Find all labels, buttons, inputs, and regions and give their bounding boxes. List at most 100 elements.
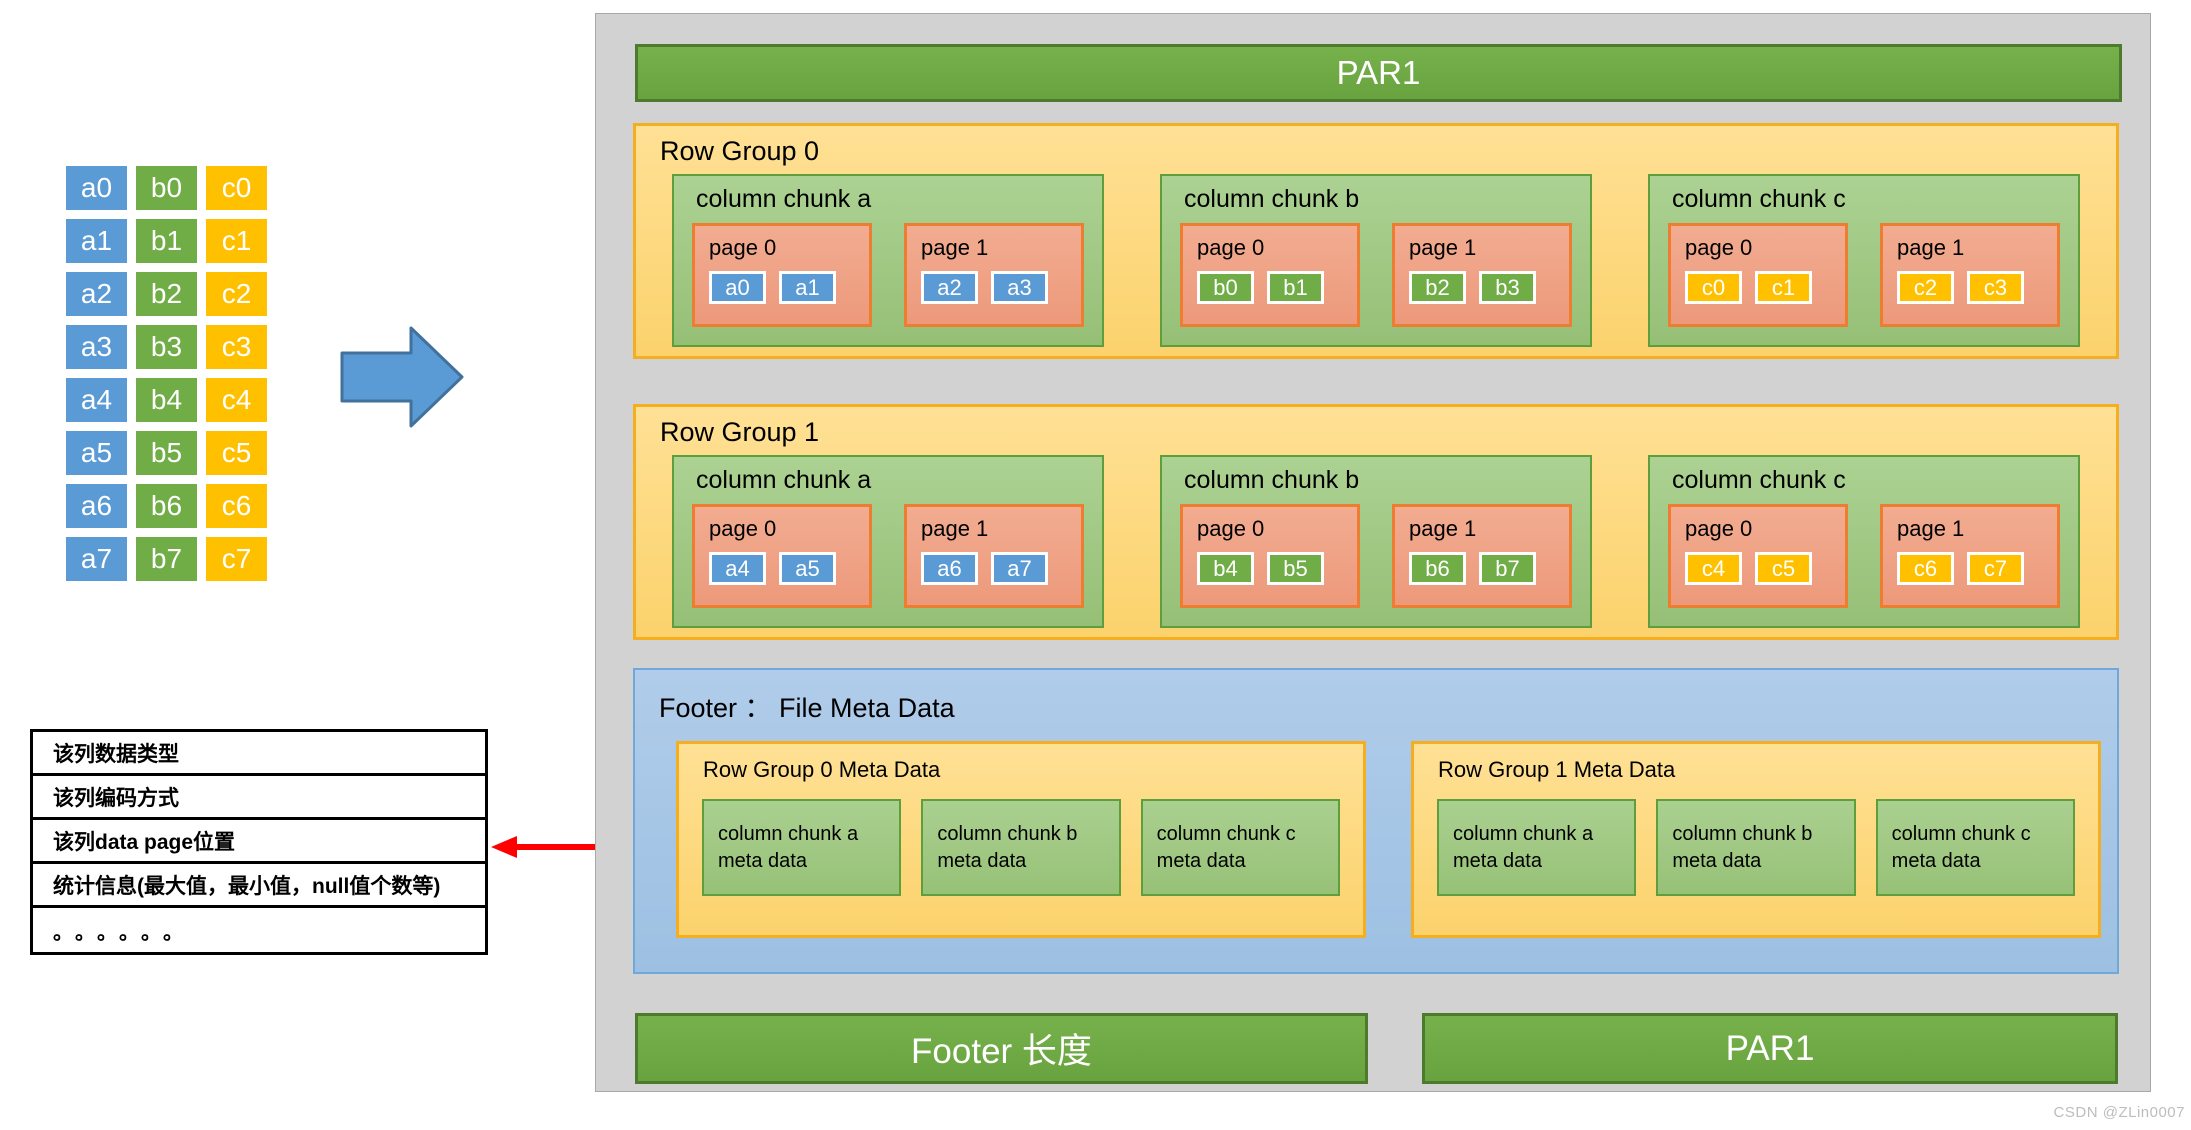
table-cell: b7: [133, 534, 200, 584]
chunk-row: column chunk a page 0 a0 a1 page 1: [636, 174, 2116, 347]
value-cell: a2: [921, 271, 978, 304]
value-cell: a6: [921, 552, 978, 585]
page-label: page 1: [921, 516, 989, 541]
data-page: page 0 c4 c5: [1668, 504, 1848, 608]
pages-row: page 0 a0 a1 page 1 a2 a3: [674, 223, 1102, 327]
column-chunk-meta: column chunk c meta data: [1140, 799, 1340, 896]
column-chunk-meta: column chunk b meta data: [1656, 799, 1856, 896]
data-page: page 0 a4 a5: [692, 504, 872, 608]
meta-line: meta data: [1453, 849, 1542, 872]
list-item-ellipsis: 。。。。。。: [53, 921, 195, 944]
chunk-row: column chunk a page 0 a4 a5 page 1: [636, 455, 2116, 628]
column-chunk-b: column chunk b page 0 b0 b1 page 1: [1160, 174, 1592, 347]
meta-line: meta data: [1891, 849, 1981, 872]
column-chunk-meta: column chunk a meta data: [702, 799, 902, 896]
list-item: 该列data page位置: [33, 820, 485, 864]
value-cell: a4: [709, 552, 766, 585]
list-item: 该列编码方式: [33, 776, 485, 820]
page-label: page 1: [1897, 235, 1965, 260]
list-item: 该列数据类型: [33, 732, 485, 776]
row-group-1-meta-data: Row Group 1 Meta Data column chunk a met…: [1411, 741, 2101, 938]
source-data-table: a0 b0 c0 a1 b1 c1 a2 b2 c2 a3 b3 c3 a4 b…: [63, 163, 270, 584]
table-cell: a4: [63, 375, 130, 425]
table-cell: c3: [203, 322, 270, 372]
column-chunk-title: column chunk c: [1672, 185, 1846, 213]
value-cell: b2: [1409, 271, 1466, 304]
magic-header-bar: PAR1: [635, 44, 2122, 102]
table-cell: b0: [133, 163, 200, 213]
footer-file-meta-data: Footer ： File Meta Data Row Group 0 Meta…: [633, 668, 2119, 974]
value-cell: a5: [779, 552, 836, 585]
table-cell: c5: [203, 428, 270, 478]
table-cell: b3: [133, 322, 200, 372]
meta-group-title: Row Group 0 Meta Data: [703, 757, 941, 782]
footer-length-bar: Footer 长度: [635, 1013, 1368, 1084]
row-group-title: Row Group 1: [660, 417, 820, 447]
column-chunk-b: column chunk b page 0 b4 b5 page 1: [1160, 455, 1592, 628]
parquet-file-container: PAR1 Row Group 0 column chunk a page 0 a…: [595, 13, 2151, 1092]
data-page: page 1 c2 c3: [1880, 223, 2060, 327]
meta-line: meta data: [1672, 849, 1762, 872]
value-cell: b6: [1409, 552, 1466, 585]
meta-items-row: column chunk a meta data column chunk b …: [1414, 799, 2098, 896]
pages-row: page 0 c4 c5 page 1 c6 c7: [1650, 504, 2078, 608]
row-group-title: Row Group 0: [660, 136, 820, 166]
value-cell: c3: [1967, 271, 2024, 304]
page-label: page 0: [1197, 516, 1265, 541]
meta-line: meta data: [718, 849, 807, 872]
meta-line: meta data: [937, 849, 1027, 872]
row-group-0-meta-data: Row Group 0 Meta Data column chunk a met…: [676, 741, 1366, 938]
value-cell: a0: [709, 271, 766, 304]
meta-line: column chunk b: [937, 822, 1078, 845]
table-cell: c6: [203, 481, 270, 531]
table-cell: c1: [203, 216, 270, 266]
column-chunk-c: column chunk c page 0 c4 c5 page 1: [1648, 455, 2080, 628]
table-cell: b4: [133, 375, 200, 425]
column-chunk-c: column chunk c page 0 c0 c1 page 1: [1648, 174, 2080, 347]
meta-line: column chunk b: [1672, 822, 1813, 845]
table-cell: b1: [133, 216, 200, 266]
meta-line: column chunk a: [1453, 822, 1594, 845]
column-meta-list: 该列数据类型 该列编码方式 该列data page位置 统计信息(最大值，最小值…: [30, 729, 488, 955]
column-chunk-title: column chunk b: [1184, 185, 1360, 213]
table-cell: a2: [63, 269, 130, 319]
column-chunk-a: column chunk a page 0 a4 a5 page 1: [672, 455, 1104, 628]
table-cell: a5: [63, 428, 130, 478]
pages-row: page 0 a4 a5 page 1 a6 a7: [674, 504, 1102, 608]
row-group-0: Row Group 0 column chunk a page 0 a0 a1: [633, 123, 2119, 359]
value-cell: b4: [1197, 552, 1254, 585]
table-cell: a1: [63, 216, 130, 266]
row-group-1: Row Group 1 column chunk a page 0 a4 a5: [633, 404, 2119, 640]
value-cell: b0: [1197, 271, 1254, 304]
watermark: CSDN @ZLin0007: [2053, 1104, 2185, 1121]
column-chunk-a: column chunk a page 0 a0 a1 page 1: [672, 174, 1104, 347]
data-page: page 0 a0 a1: [692, 223, 872, 327]
table-cell: a0: [63, 163, 130, 213]
column-chunk-meta: column chunk c meta data: [1875, 799, 2075, 896]
column-chunk-title: column chunk c: [1672, 466, 1846, 494]
page-label: page 0: [1685, 516, 1753, 541]
page-label: page 0: [709, 516, 777, 541]
page-label: page 1: [1897, 516, 1965, 541]
footer-title: Footer ： File Meta Data: [659, 693, 955, 723]
data-page: page 0 b0 b1: [1180, 223, 1360, 327]
meta-groups-row: Row Group 0 Meta Data column chunk a met…: [635, 741, 2117, 938]
value-cell: c0: [1685, 271, 1742, 304]
value-cell: a3: [991, 271, 1048, 304]
meta-line: meta data: [1156, 849, 1246, 872]
meta-items-row: column chunk a meta data column chunk b …: [679, 799, 1363, 896]
table-cell: b5: [133, 428, 200, 478]
page-label: page 0: [709, 235, 777, 260]
data-page: page 0 b4 b5: [1180, 504, 1360, 608]
column-chunk-title: column chunk a: [696, 466, 872, 494]
transform-arrow-icon: [340, 326, 464, 428]
value-cell: c5: [1755, 552, 1812, 585]
data-page: page 0 c0 c1: [1668, 223, 1848, 327]
table-cell: c0: [203, 163, 270, 213]
value-cell: b3: [1479, 271, 1536, 304]
data-page: page 1 a2 a3: [904, 223, 1084, 327]
table-cell: b2: [133, 269, 200, 319]
table-cell: a7: [63, 534, 130, 584]
data-page: page 1 c6 c7: [1880, 504, 2060, 608]
